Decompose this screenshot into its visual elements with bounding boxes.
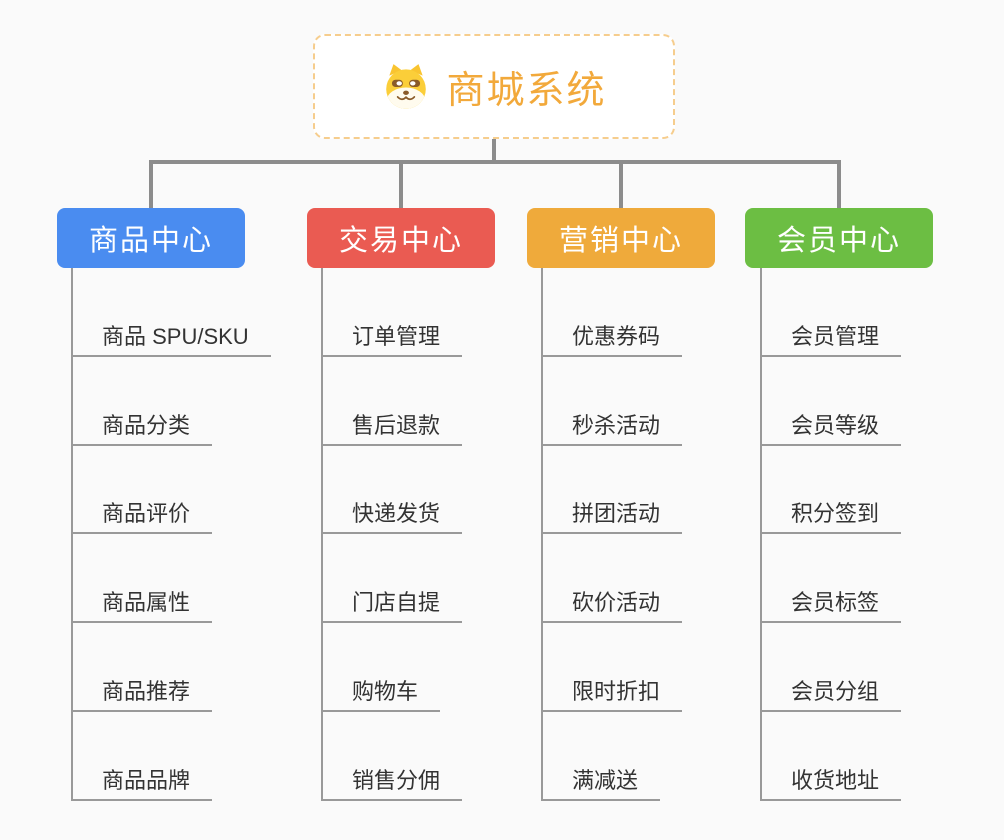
topic-item[interactable]: 商品分类 [71, 406, 213, 446]
topic-item[interactable]: 商品评价 [71, 494, 213, 534]
topic-item[interactable]: 销售分佣 [321, 761, 463, 801]
topic-item[interactable]: 优惠券码 [541, 317, 683, 357]
connector-drop-member [837, 160, 841, 209]
dog-icon [381, 63, 431, 110]
topic-item[interactable]: 收货地址 [760, 761, 902, 801]
connector-drop-trade [399, 160, 403, 209]
branch-node-marketing-center[interactable]: 营销中心 [527, 208, 715, 268]
connector-trunk-marketing [541, 268, 543, 801]
topic-item[interactable]: 拼团活动 [541, 494, 683, 534]
topic-item[interactable]: 秒杀活动 [541, 406, 683, 446]
connector-drop-product [149, 160, 153, 209]
connector-drop-marketing [619, 160, 623, 209]
topic-item[interactable]: 商品 SPU/SKU [71, 317, 271, 357]
topic-item[interactable]: 购物车 [321, 672, 441, 712]
connector-root-drop [492, 138, 496, 164]
connector-bus [149, 160, 841, 164]
topic-item[interactable]: 订单管理 [321, 317, 463, 357]
topic-item[interactable]: 会员标签 [760, 583, 902, 623]
topic-item[interactable]: 会员分组 [760, 672, 902, 712]
topic-item[interactable]: 门店自提 [321, 583, 463, 623]
branch-node-member-center[interactable]: 会员中心 [745, 208, 933, 268]
topic-item[interactable]: 快递发货 [321, 494, 463, 534]
topic-item[interactable]: 会员等级 [760, 406, 902, 446]
connector-trunk-product [71, 268, 73, 801]
branch-node-product-center[interactable]: 商品中心 [57, 208, 245, 268]
topic-item[interactable]: 满减送 [541, 761, 661, 801]
topic-item[interactable]: 售后退款 [321, 406, 463, 446]
connector-trunk-member [760, 268, 762, 801]
topic-item[interactable]: 限时折扣 [541, 672, 683, 712]
branch-label: 商品中心 [88, 225, 213, 257]
root-node[interactable]: 商城系统 [313, 34, 675, 139]
topic-item[interactable]: 砍价活动 [541, 583, 683, 623]
topic-item[interactable]: 商品品牌 [71, 761, 213, 801]
branch-label: 营销中心 [558, 225, 683, 257]
branch-node-trade-center[interactable]: 交易中心 [307, 208, 495, 268]
topic-item[interactable]: 商品推荐 [71, 672, 213, 712]
topic-item[interactable]: 会员管理 [760, 317, 902, 357]
branch-label: 会员中心 [776, 225, 901, 257]
connector-trunk-trade [321, 268, 323, 801]
branch-label: 交易中心 [338, 225, 463, 257]
topic-item[interactable]: 商品属性 [71, 583, 213, 623]
topic-item[interactable]: 积分签到 [760, 494, 902, 534]
root-title: 商城系统 [446, 70, 607, 112]
